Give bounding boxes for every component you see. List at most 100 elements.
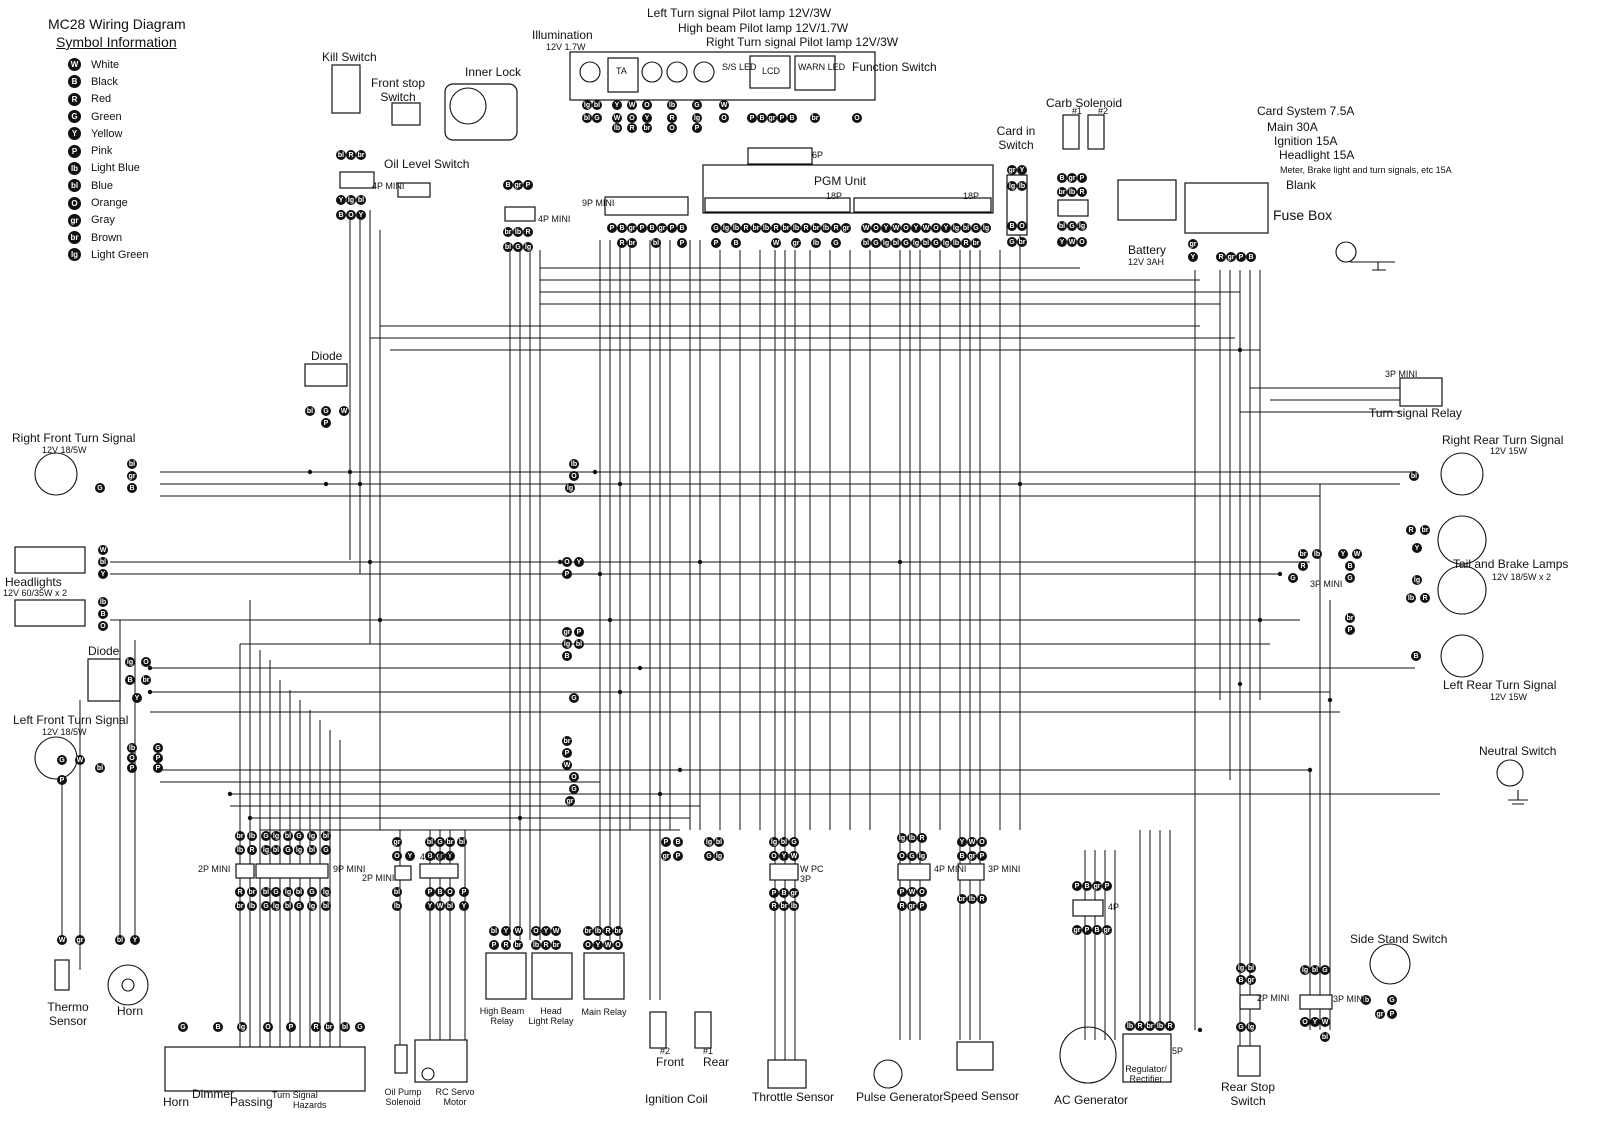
wire-color-pin: lg [941,238,951,248]
wire-color-pin: W [627,100,637,110]
wire-color-pin: G [1288,573,1298,583]
svg-text:G: G [357,1024,363,1031]
wire-color-pin: P [677,238,687,248]
high-beam-pilot-label: High beam Pilot lamp 12V/1.7W [678,21,849,35]
wire-color-pin: R [917,833,927,843]
wire-color-pin: bl [1320,1032,1330,1042]
throttle-sensor-label: Throttle Sensor [752,1090,835,1104]
wire-color-pin: P [769,888,779,898]
svg-text:bl: bl [653,240,659,247]
wire-color-pin: bl [445,901,455,911]
wire-color-pin: G [592,113,602,123]
wire-color-pin: br [613,926,623,936]
function-switch-label: Function Switch [852,60,937,74]
wire-color-pin: bl [651,238,661,248]
svg-text:lb: lb [533,942,539,949]
wire-color-pin: Y [911,223,921,233]
wire-color-pin: O [1077,237,1087,247]
svg-text:gr: gr [1228,254,1235,261]
svg-text:gr: gr [564,629,571,636]
front-coil-label: Front [656,1055,685,1069]
svg-text:O: O [979,839,985,846]
svg-text:lg: lg [263,847,269,854]
wire-color-pin: lb [967,894,977,904]
wire-color-pin: Y [941,223,951,233]
wire-color-pin: bl [425,837,435,847]
head-light-relay-label: Head Light Relay [528,1006,574,1027]
svg-text:br: br [644,125,651,132]
svg-text:R: R [155,765,160,772]
dimmer-switch-label: Dimmer [192,1087,234,1101]
svg-text:gr: gr [1248,977,1255,984]
wire-junction-dot [347,469,353,475]
svg-text:lg: lg [564,641,570,648]
wire-color-pin: gr [1067,173,1077,183]
legend-color-code: W [68,58,81,72]
wire-color-pin: br [1298,549,1308,559]
wire-color-pin: bl [98,557,108,567]
svg-text:P: P [526,182,531,189]
legend-color-name: Light Green [91,248,149,261]
wire-color-pin: O [613,940,623,950]
svg-text:gr: gr [1104,927,1111,934]
legend-color-name: Brown [91,231,123,244]
left-2p-mini-tag: 2P MINI [198,864,231,874]
svg-text:G: G [903,240,909,247]
wire-color-pin: B [1246,252,1256,262]
wire-color-pin: lb [235,845,245,855]
wire-junction-dot [592,469,598,475]
svg-text:G: G [694,102,700,109]
wire-color-pin: W [1352,549,1362,559]
wire-color-pin: lb [1155,1021,1165,1031]
legend-color-code: R [68,92,81,106]
legend-color-code: gr [68,213,81,227]
svg-text:lg: lg [706,839,712,846]
legend-color-code: B [68,75,81,89]
svg-text:P: P [920,903,925,910]
wire-color-pin: G [971,223,981,233]
wire-color-pin: gr [967,851,977,861]
svg-text:lg: lg [919,853,925,860]
svg-text:lb: lb [969,896,975,903]
svg-text:br: br [781,903,788,910]
svg-text:G: G [1238,1024,1244,1031]
svg-text:lg: lg [1248,1024,1254,1031]
svg-text:R: R [525,229,530,236]
wire-color-pin: bl [340,1022,350,1032]
svg-text:br: br [326,1024,333,1031]
wire-color-pin: lb [667,100,677,110]
svg-text:P: P [670,225,675,232]
legend-color-name: Yellow [91,127,123,140]
svg-text:B: B [679,225,684,232]
wire-color-pin: P [523,180,533,190]
wire-color-pin: G [1236,1022,1246,1032]
svg-text:Y: Y [544,928,549,935]
wire-color-pin: bl [574,639,584,649]
wire-color-pin: bl [127,459,137,469]
wire-color-pin: G [831,238,841,248]
wire-color-pin: lg [294,845,304,855]
wire-color-pin: B [787,113,797,123]
svg-text:R: R [1218,254,1223,261]
wire-color-pin: bl [1246,963,1256,973]
svg-text:Y: Y [1020,167,1025,174]
battery-label: Battery [1128,243,1167,257]
wire-color-pin: W [921,223,931,233]
svg-text:bl: bl [963,225,969,232]
wire-junction-dot [1237,681,1243,687]
wire-color-pin: B [779,888,789,898]
wire-color-pin: gr [1102,925,1112,935]
servo-4p-mini-tag: 4P MINI [420,852,453,862]
svg-text:G: G [515,244,521,251]
fuse-box-label: Fuse Box [1273,207,1333,223]
wire-junction-dot [697,559,703,565]
svg-text:lb: lb [1408,595,1414,602]
svg-text:W: W [605,942,612,949]
wire-color-pin: O [562,557,572,567]
svg-text:lb: lb [515,229,521,236]
wire-color-pin: W [861,223,871,233]
wire-color-pin: P [286,1022,296,1032]
svg-text:O: O [771,853,777,860]
